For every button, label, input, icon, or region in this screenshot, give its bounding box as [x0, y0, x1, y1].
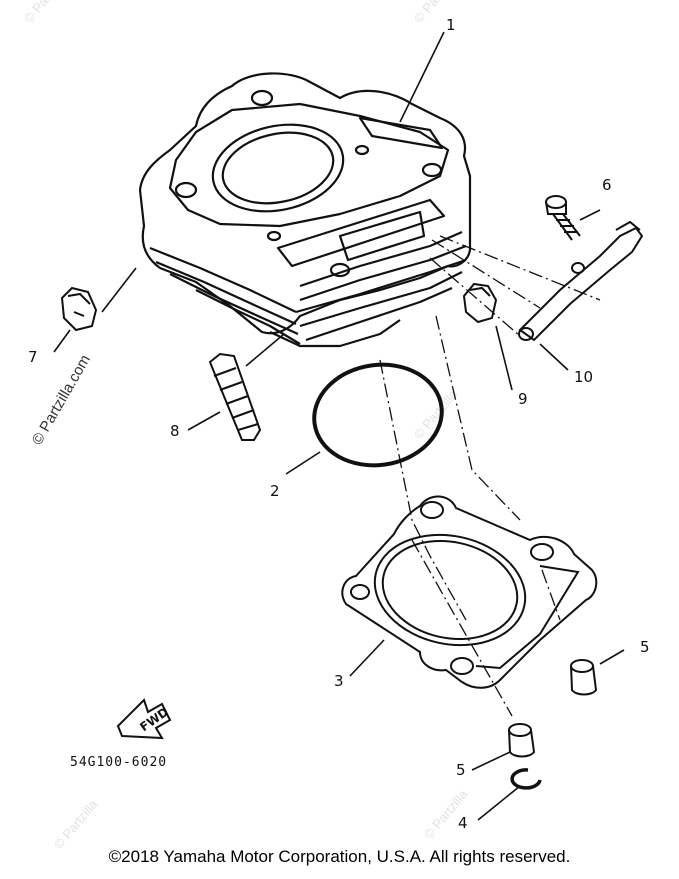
bracket — [518, 220, 644, 342]
dowel-pin-5-upper — [570, 659, 598, 696]
callout-1: 1 — [446, 16, 456, 34]
callout-2: 2 — [270, 482, 280, 500]
plug-7 — [60, 286, 98, 332]
callout-4: 4 — [458, 814, 468, 832]
svg-text:© Partzilla: © Partzilla — [21, 0, 71, 26]
callout-7: 7 — [28, 348, 38, 366]
callout-3: 3 — [334, 672, 344, 690]
clip-ring — [510, 768, 542, 790]
fwd-arrow: FWD — [116, 698, 172, 740]
callout-5-upper: 5 — [640, 638, 650, 656]
watermark: © Partzilla.com — [29, 352, 94, 448]
callout-9: 9 — [518, 390, 528, 408]
assembly-lines — [379, 235, 601, 717]
leader-lines — [53, 31, 625, 821]
part-code: 54G100-6020 — [70, 755, 167, 770]
copyright-footer: ©2018 Yamaha Motor Corporation, U.S.A. A… — [108, 847, 571, 866]
callout-8: 8 — [170, 422, 180, 440]
dowel-pin-5-lower — [508, 723, 536, 758]
callout-10: 10 — [574, 368, 593, 386]
dowel-pin-9 — [462, 282, 498, 324]
cylinder — [138, 72, 472, 348]
o-ring — [312, 362, 444, 468]
callout-6: 6 — [602, 176, 612, 194]
stud-pin-8 — [208, 352, 262, 441]
svg-text:© Partzilla: © Partzilla — [51, 796, 101, 852]
callout-5-lower: 5 — [456, 761, 466, 779]
bolt — [545, 195, 581, 241]
callout-numbers: 1 2 3 4 5 5 6 7 8 9 10 — [28, 16, 650, 832]
gasket — [341, 495, 598, 689]
